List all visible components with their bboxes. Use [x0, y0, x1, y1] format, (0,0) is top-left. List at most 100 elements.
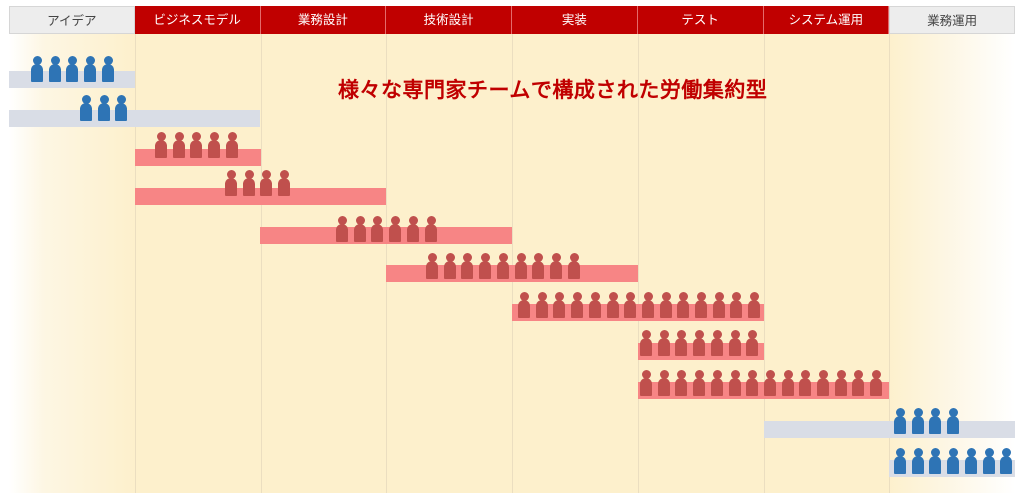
person-icon	[642, 292, 654, 318]
person-icon	[80, 95, 92, 121]
person-icon	[461, 253, 473, 279]
person-icon	[965, 448, 977, 474]
person-icon	[31, 56, 43, 82]
phase-header-cell: 業務運用	[889, 6, 1015, 34]
phase-header-cell: ビジネスモデル	[134, 6, 261, 34]
person-icon	[658, 370, 670, 396]
phase-header-cell: アイデア	[9, 6, 135, 34]
person-icon	[515, 253, 527, 279]
person-icon	[336, 216, 348, 242]
person-icon	[713, 292, 725, 318]
person-icon	[929, 408, 941, 434]
headline: 様々な専門家チームで構成された労働集約型	[338, 78, 768, 102]
phase-column-divider	[135, 34, 136, 493]
phase-column-divider	[261, 34, 262, 493]
person-icon	[852, 370, 864, 396]
person-icon	[589, 292, 601, 318]
person-icon	[444, 253, 456, 279]
person-icon	[226, 132, 238, 158]
team-bar	[135, 188, 386, 205]
person-icon	[389, 216, 401, 242]
phase-column-divider	[764, 34, 765, 493]
person-icon	[479, 253, 491, 279]
phase-column-divider	[386, 34, 387, 493]
person-icon	[729, 370, 741, 396]
person-icon	[354, 216, 366, 242]
phase-header-cell: テスト	[637, 6, 764, 34]
person-icon	[208, 132, 220, 158]
person-icon	[278, 170, 290, 196]
person-icon	[660, 292, 672, 318]
person-icon	[748, 292, 760, 318]
phase-header: アイデア ビジネスモデル 業務設計 技術設計 実装 テスト システム運用 業務運…	[9, 6, 1015, 34]
person-icon	[947, 448, 959, 474]
person-icon	[568, 253, 580, 279]
person-icon	[518, 292, 530, 318]
person-icon	[225, 170, 237, 196]
person-icon	[173, 132, 185, 158]
team-bar	[764, 421, 1015, 438]
person-icon	[407, 216, 419, 242]
person-icon	[817, 370, 829, 396]
person-icon	[929, 448, 941, 474]
person-icon	[624, 292, 636, 318]
person-icon	[550, 253, 562, 279]
person-icon	[729, 330, 741, 356]
person-icon	[84, 56, 96, 82]
person-icon	[553, 292, 565, 318]
person-icon	[1000, 448, 1012, 474]
person-icon	[243, 170, 255, 196]
person-icon	[711, 370, 723, 396]
person-icon	[190, 132, 202, 158]
person-icon	[894, 448, 906, 474]
phase-column-divider	[638, 34, 639, 493]
person-icon	[571, 292, 583, 318]
person-icon	[746, 330, 758, 356]
team-bar	[9, 110, 260, 127]
person-icon	[695, 292, 707, 318]
person-icon	[947, 408, 959, 434]
person-icon	[870, 370, 882, 396]
person-icon	[764, 370, 776, 396]
phase-header-cell: 実装	[512, 6, 638, 34]
person-icon	[102, 56, 114, 82]
person-icon	[532, 253, 544, 279]
person-icon	[711, 330, 723, 356]
phase-header-cell: システム運用	[763, 6, 890, 34]
person-icon	[746, 370, 758, 396]
person-icon	[66, 56, 78, 82]
person-icon	[675, 370, 687, 396]
person-icon	[155, 132, 167, 158]
person-icon	[371, 216, 383, 242]
person-icon	[912, 408, 924, 434]
phase-header-cell: 技術設計	[386, 6, 512, 34]
phase-header-cell: 業務設計	[260, 6, 387, 34]
person-icon	[693, 330, 705, 356]
person-icon	[607, 292, 619, 318]
phase-column-divider	[512, 34, 513, 493]
team-bar	[512, 304, 764, 321]
person-icon	[49, 56, 61, 82]
person-icon	[782, 370, 794, 396]
phase-column-divider	[889, 34, 890, 493]
person-icon	[497, 253, 509, 279]
person-icon	[675, 330, 687, 356]
person-icon	[799, 370, 811, 396]
person-icon	[677, 292, 689, 318]
person-icon	[426, 253, 438, 279]
person-icon	[115, 95, 127, 121]
person-icon	[640, 370, 652, 396]
person-icon	[983, 448, 995, 474]
diagram-background	[9, 6, 1015, 493]
team-bar	[260, 227, 512, 244]
person-icon	[894, 408, 906, 434]
person-icon	[425, 216, 437, 242]
person-icon	[835, 370, 847, 396]
person-icon	[640, 330, 652, 356]
team-bar	[386, 265, 638, 282]
person-icon	[730, 292, 742, 318]
person-icon	[912, 448, 924, 474]
person-icon	[260, 170, 272, 196]
person-icon	[658, 330, 670, 356]
person-icon	[693, 370, 705, 396]
